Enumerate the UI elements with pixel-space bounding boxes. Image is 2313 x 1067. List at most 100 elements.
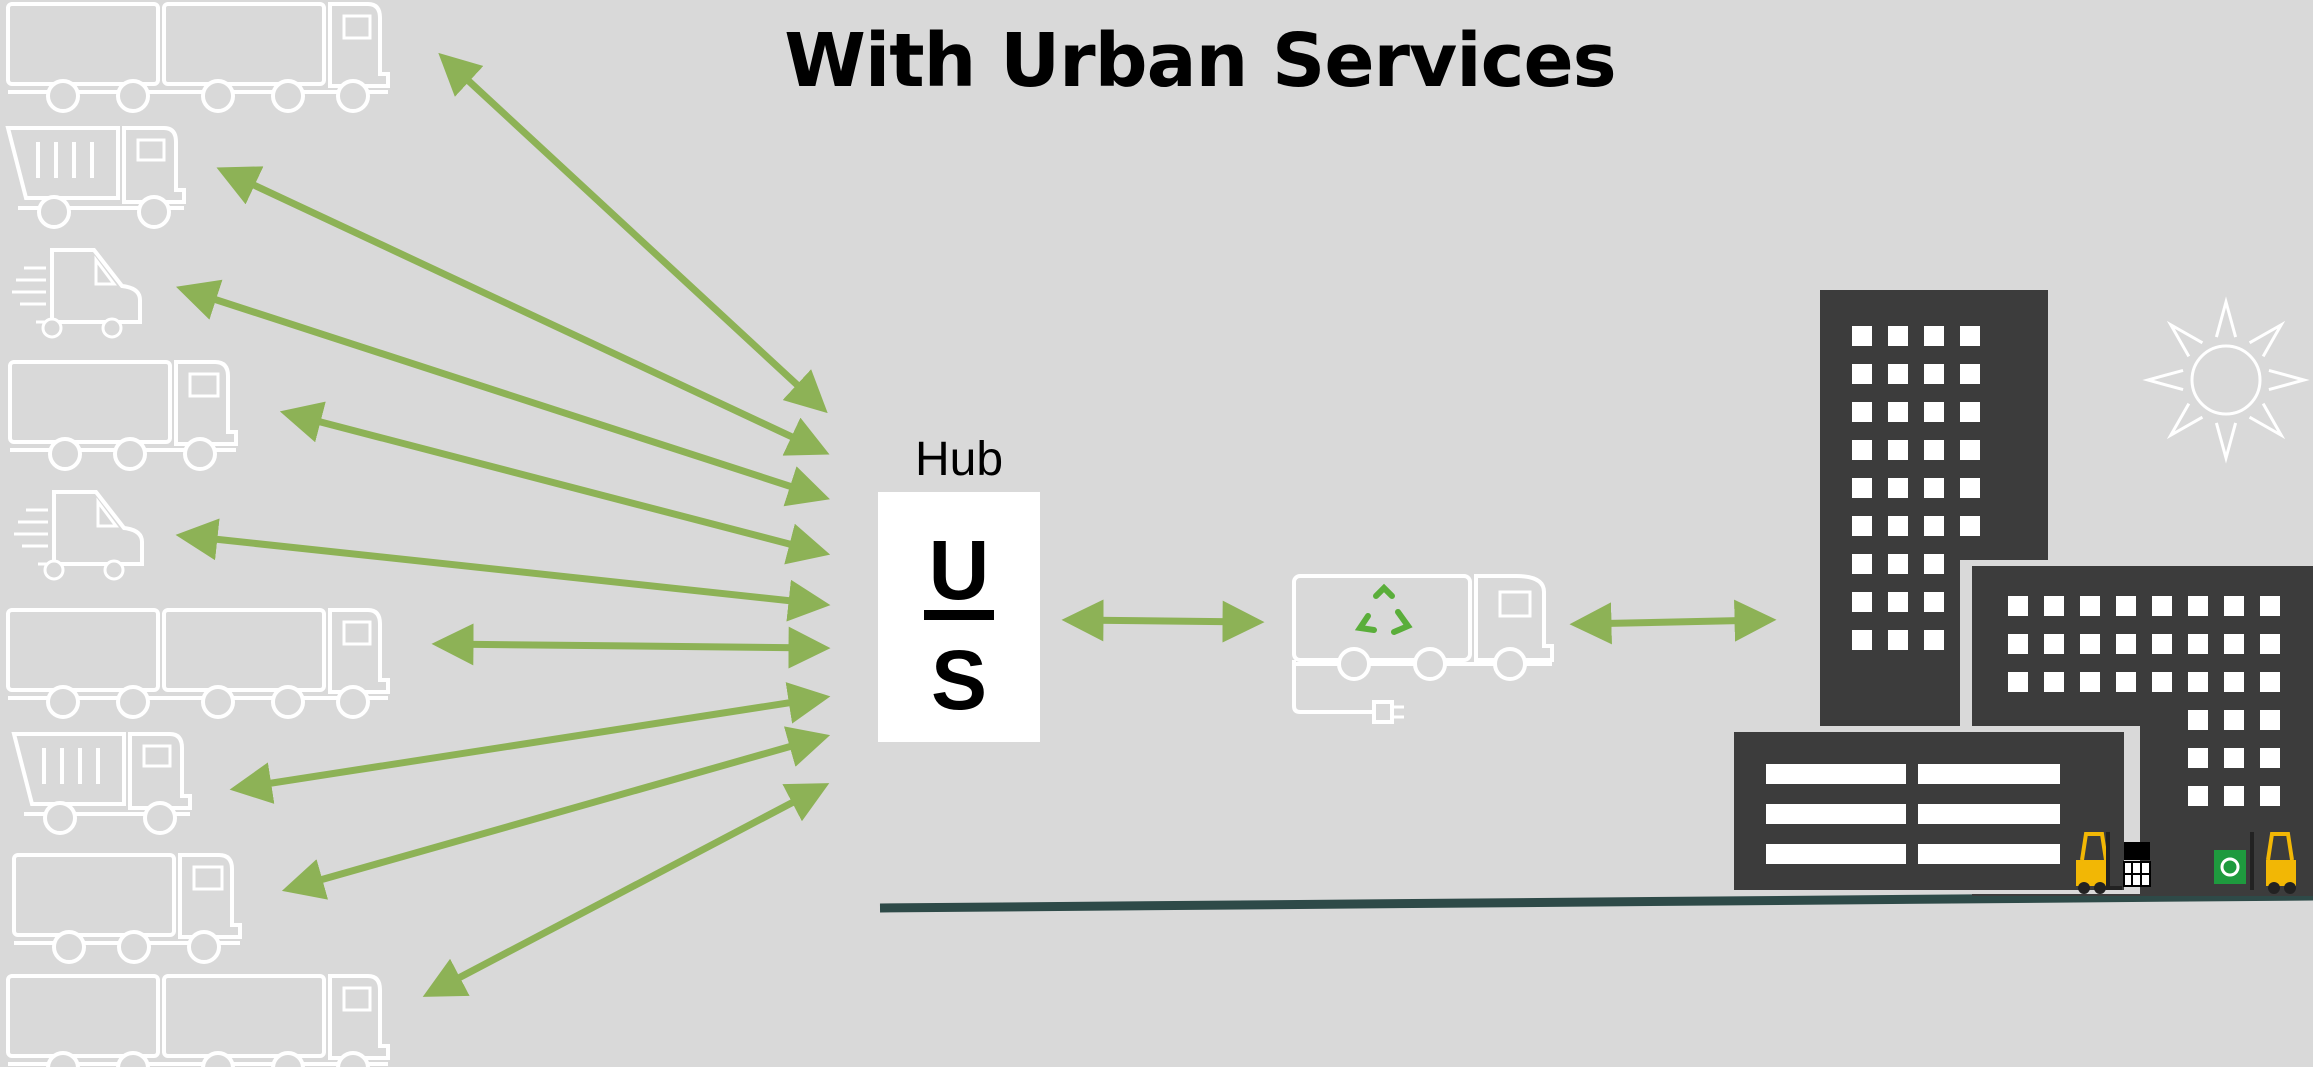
- window: [1960, 478, 1980, 498]
- sun-ray: [2142, 368, 2184, 392]
- window: [2188, 634, 2208, 654]
- window: [1852, 592, 1872, 612]
- arrow: [438, 52, 828, 414]
- window: [1888, 402, 1908, 422]
- window: [2188, 710, 2208, 730]
- window: [2116, 634, 2136, 654]
- window: [2224, 786, 2244, 806]
- page-title: With Urban Services: [784, 18, 1616, 104]
- window: [2008, 634, 2028, 654]
- arrow: [216, 166, 830, 456]
- hub-logo-bar: [924, 610, 994, 620]
- sun-ray: [2248, 320, 2286, 358]
- window: [2152, 596, 2172, 616]
- window: [2080, 634, 2100, 654]
- window: [1924, 440, 1944, 460]
- tipper-truck-icon: [14, 734, 190, 833]
- window: [2044, 596, 2064, 616]
- window: [2260, 596, 2280, 616]
- window: [1888, 478, 1908, 498]
- window: [2260, 710, 2280, 730]
- window: [2080, 596, 2100, 616]
- window: [2044, 634, 2064, 654]
- window: [1852, 516, 1872, 536]
- window: [1924, 478, 1944, 498]
- window: [1888, 440, 1908, 460]
- sun-ray: [2268, 368, 2310, 392]
- window: [1924, 592, 1944, 612]
- window: [1924, 554, 1944, 574]
- window: [2188, 748, 2208, 768]
- sun-ray: [2248, 402, 2286, 440]
- electric-recycle-truck-icon: [1292, 574, 1554, 724]
- hub-logo-box: U S: [878, 492, 1040, 742]
- arrow: [422, 783, 830, 997]
- recycle-bin-icon: [2214, 850, 2246, 884]
- box-truck-icon: [10, 362, 236, 469]
- waste-bin-icon: [2123, 842, 2151, 887]
- window: [1852, 326, 1872, 346]
- window: [1924, 326, 1944, 346]
- window: [2188, 786, 2208, 806]
- window: [1924, 516, 1944, 536]
- window: [2188, 672, 2208, 692]
- truck-trailer-icon: [8, 976, 388, 1067]
- window: [1960, 516, 1980, 536]
- ground-line: [879, 891, 2313, 913]
- arrow: [175, 518, 831, 622]
- box-truck-icon: [14, 855, 240, 962]
- sun-ray: [2214, 296, 2238, 338]
- window: [1888, 516, 1908, 536]
- truck-trailer-icon: [8, 610, 388, 717]
- sun-ray: [2166, 402, 2204, 440]
- window: [2260, 634, 2280, 654]
- hub-logo-letter-u: U: [928, 523, 990, 617]
- window: [2224, 596, 2244, 616]
- window: [2224, 710, 2244, 730]
- sun-ray: [2214, 422, 2238, 464]
- window: [2260, 748, 2280, 768]
- window: [1960, 440, 1980, 460]
- window: [1888, 364, 1908, 384]
- window: [1888, 630, 1908, 650]
- forklift-icon: [2250, 832, 2296, 894]
- window: [2008, 672, 2028, 692]
- window: [2152, 672, 2172, 692]
- recycle-icon: [1354, 583, 1413, 635]
- window: [2152, 634, 2172, 654]
- window: [1852, 364, 1872, 384]
- window: [1960, 326, 1980, 346]
- tipper-truck-icon: [8, 128, 184, 227]
- window: [2224, 748, 2244, 768]
- hub-label: Hub: [914, 433, 1004, 486]
- low-building-windows: [1766, 764, 2060, 864]
- window: [2224, 672, 2244, 692]
- window: [1888, 592, 1908, 612]
- window: [2008, 596, 2028, 616]
- window: [1888, 554, 1908, 574]
- arrow-electric-truck-city: [1569, 599, 1777, 645]
- window: [1852, 554, 1872, 574]
- fast-van-icon: [12, 490, 144, 581]
- sun-ray: [2166, 320, 2204, 358]
- window: [1924, 630, 1944, 650]
- vehicle-hub-arrows: [175, 52, 831, 997]
- sun-icon: [2142, 296, 2310, 464]
- arrow: [229, 682, 831, 804]
- arrow: [431, 623, 831, 669]
- window: [2116, 596, 2136, 616]
- window: [2224, 634, 2244, 654]
- window: [1924, 364, 1944, 384]
- window: [1960, 364, 1980, 384]
- hub-logo-letter-s: S: [930, 633, 988, 727]
- window: [1924, 402, 1944, 422]
- window: [1852, 478, 1872, 498]
- forklift-icon: [2076, 832, 2122, 894]
- window: [2116, 672, 2136, 692]
- window: [1888, 326, 1908, 346]
- window: [2044, 672, 2064, 692]
- arrow: [281, 726, 831, 900]
- window: [2080, 672, 2100, 692]
- arrow-hub-electric-truck: [1061, 599, 1265, 643]
